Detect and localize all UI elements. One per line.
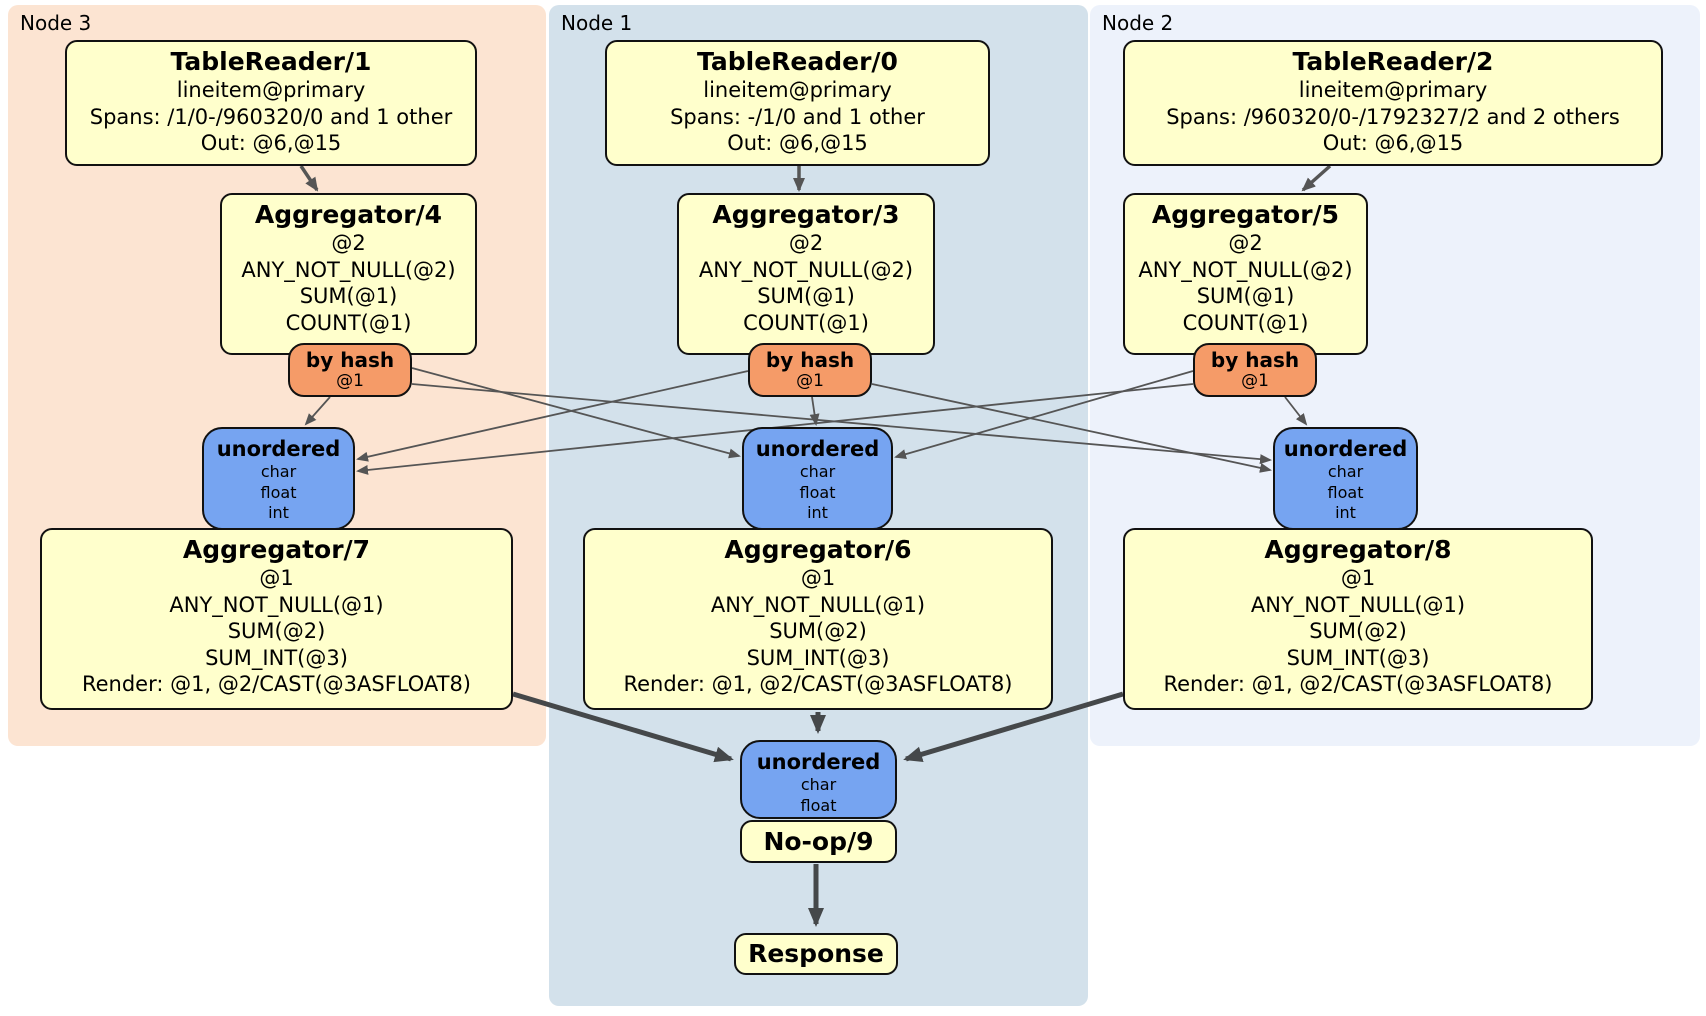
processor-line: Out: @6,@15 — [200, 131, 342, 155]
router-by-hash-node3: by hash @1 — [288, 343, 412, 397]
processor-aggregator-4: Aggregator/4 @2 ANY_NOT_NULL(@2) SUM(@1)… — [220, 193, 477, 355]
processor-line: @2 — [788, 231, 824, 255]
processor-line: ANY_NOT_NULL(@1) — [169, 592, 384, 617]
processor-line: SUM(@2) — [227, 619, 326, 643]
processor-line: lineitem@primary — [1298, 78, 1488, 102]
processor-line: @1 — [259, 566, 294, 590]
processor-title: Response — [748, 939, 884, 968]
sync-title: unordered — [755, 437, 880, 461]
processor-line: COUNT(@1) — [1182, 310, 1309, 335]
router-detail: @1 — [336, 371, 364, 391]
processor-line: SUM(@1) — [299, 284, 398, 308]
sync-line: char — [260, 462, 297, 481]
processor-title: Aggregator/3 — [712, 200, 900, 229]
processor-aggregator-8: Aggregator/8 @1 ANY_NOT_NULL(@1) SUM(@2)… — [1123, 528, 1593, 710]
processor-aggregator-7: Aggregator/7 @1 ANY_NOT_NULL(@1) SUM(@2)… — [40, 528, 513, 710]
sync-unordered-node2: unordered char float int — [1273, 427, 1418, 530]
processor-aggregator-6: Aggregator/6 @1 ANY_NOT_NULL(@1) SUM(@2)… — [583, 528, 1053, 710]
processor-line: @2 — [331, 231, 366, 255]
processor-line: ANY_NOT_NULL(@1) — [1250, 592, 1466, 617]
sync-unordered-node1: unordered char float int — [742, 427, 893, 530]
sync-line: int — [1335, 503, 1356, 522]
processor-title: TableReader/1 — [170, 47, 372, 76]
processor-line: Render: @1, @2/CAST(@3ASFLOAT8) — [81, 672, 472, 696]
sync-title: unordered — [1283, 437, 1408, 461]
router-detail: @1 — [796, 371, 824, 391]
processor-line: Render: @1, @2/CAST(@3ASFLOAT8) — [623, 672, 1013, 696]
sync-title: unordered — [216, 437, 341, 461]
router-title: by hash — [1210, 348, 1300, 372]
sync-line: float — [799, 482, 836, 502]
sync-line: float — [260, 482, 297, 502]
processor-line: @1 — [800, 566, 836, 590]
node-3-label: Node 3 — [20, 11, 92, 35]
processor-noop-9: No-op/9 — [740, 820, 897, 863]
sync-line: char — [799, 462, 836, 481]
node-1-label: Node 1 — [561, 11, 633, 35]
processor-aggregator-3: Aggregator/3 @2 ANY_NOT_NULL(@2) SUM(@1)… — [677, 193, 935, 355]
processor-aggregator-5: Aggregator/5 @2 ANY_NOT_NULL(@2) SUM(@1)… — [1123, 193, 1368, 355]
sync-line: float — [1327, 482, 1364, 502]
router-by-hash-node1: by hash @1 — [748, 343, 872, 397]
processor-title: Aggregator/8 — [1264, 535, 1452, 564]
router-by-hash-node2: by hash @1 — [1193, 343, 1317, 397]
processor-line: Out: @6,@15 — [727, 131, 868, 155]
processor-line: SUM(@2) — [1309, 619, 1407, 643]
sync-unordered-final: unordered char float — [740, 740, 897, 819]
processor-line: COUNT(@1) — [743, 310, 869, 335]
processor-response: Response — [734, 933, 898, 975]
processor-line: Spans: /1/0-/960320/0 and 1 other — [89, 104, 453, 129]
processor-line: Spans: -/1/0 and 1 other — [670, 104, 925, 129]
processor-line: SUM_INT(@3) — [746, 645, 890, 670]
sync-line: char — [1327, 462, 1364, 481]
processor-line: SUM(@1) — [757, 284, 855, 308]
sync-unordered-node3: unordered char float int — [202, 427, 355, 530]
processor-tablereader-1: TableReader/1 lineitem@primary Spans: /1… — [65, 40, 477, 166]
processor-line: lineitem@primary — [703, 78, 892, 102]
processor-title: Aggregator/5 — [1151, 200, 1340, 229]
processor-line: ANY_NOT_NULL(@1) — [710, 592, 926, 617]
processor-line: ANY_NOT_NULL(@2) — [241, 257, 456, 282]
processor-tablereader-2: TableReader/2 lineitem@primary Spans: /9… — [1123, 40, 1663, 166]
processor-title: Aggregator/4 — [254, 200, 443, 229]
sync-line: char — [800, 775, 837, 794]
processor-title: TableReader/2 — [1292, 47, 1494, 76]
processor-line: @2 — [1228, 231, 1263, 255]
processor-line: SUM_INT(@3) — [205, 645, 348, 670]
processor-line: @1 — [1340, 566, 1376, 590]
processor-line: Spans: /960320/0-/1792327/2 and 2 others — [1166, 104, 1620, 129]
processor-line: ANY_NOT_NULL(@2) — [698, 257, 914, 282]
processor-title: Aggregator/7 — [182, 535, 371, 564]
processor-line: lineitem@primary — [176, 78, 366, 102]
processor-tablereader-0: TableReader/0 lineitem@primary Spans: -/… — [605, 40, 990, 166]
node-2-label: Node 2 — [1102, 11, 1174, 35]
sync-line: int — [807, 503, 828, 522]
sync-line: float — [800, 795, 837, 815]
sync-line: int — [268, 503, 289, 522]
router-title: by hash — [765, 348, 855, 372]
processor-title: Aggregator/6 — [724, 535, 912, 564]
processor-title: No-op/9 — [763, 826, 874, 856]
processor-line: SUM(@2) — [769, 619, 867, 643]
processor-line: Render: @1, @2/CAST(@3ASFLOAT8) — [1163, 672, 1553, 696]
router-title: by hash — [305, 348, 395, 372]
processor-line: SUM(@1) — [1196, 284, 1295, 308]
processor-line: Out: @6,@15 — [1322, 131, 1464, 155]
router-detail: @1 — [1241, 371, 1269, 391]
sync-title: unordered — [756, 750, 881, 774]
processor-title: TableReader/0 — [697, 47, 898, 76]
processor-line: COUNT(@1) — [285, 310, 412, 335]
processor-line: SUM_INT(@3) — [1286, 645, 1430, 670]
processor-line: ANY_NOT_NULL(@2) — [1138, 257, 1353, 282]
